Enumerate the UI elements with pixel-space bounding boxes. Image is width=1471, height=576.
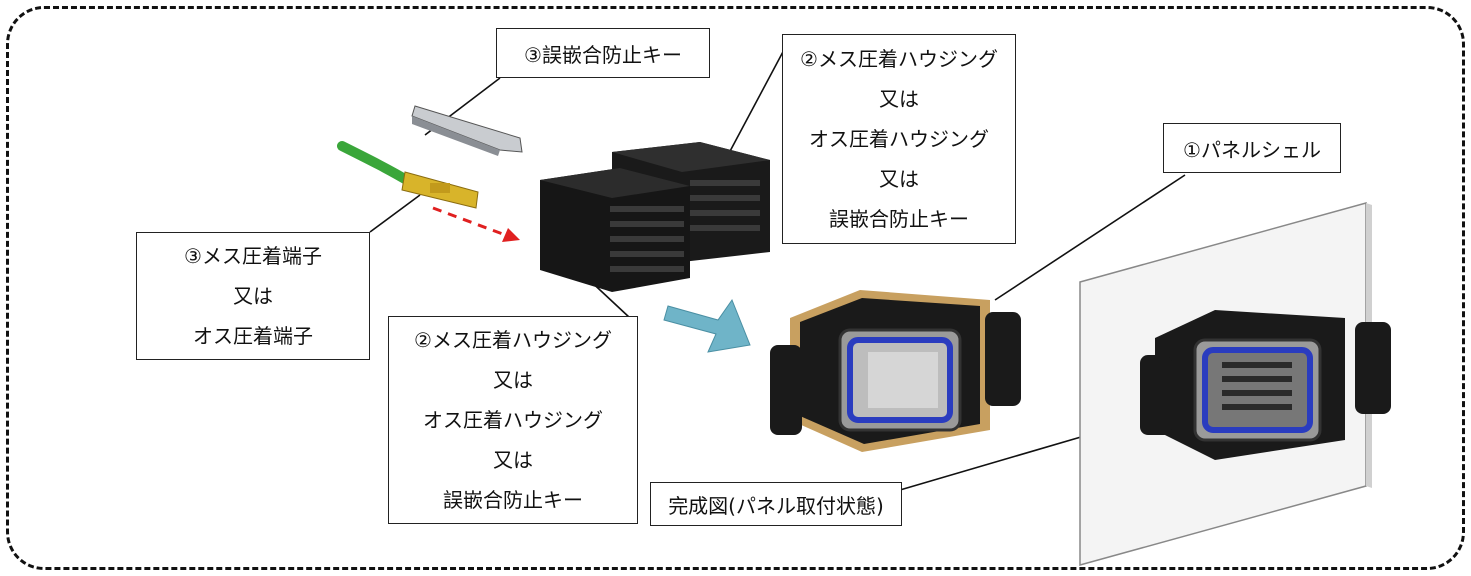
leader-line-completed (899, 431, 1099, 491)
label-completed-view-text: 完成図(パネル取付状態) (668, 493, 884, 518)
label-housing-bottom-line-4: 又は (493, 448, 533, 472)
label-panel-shell: ①パネルシェル (1163, 123, 1341, 173)
label-terminal-line-2: 又は (233, 284, 273, 308)
label-panel-shell-text: ①パネルシェル (1183, 137, 1321, 162)
label-housing-top-line-4: 又は (879, 167, 919, 191)
label-housing-top-line-2: 又は (879, 87, 919, 111)
label-housing-bottom: ②メス圧着ハウジング 又は オス圧着ハウジング 又は 誤嵌合防止キー (388, 316, 638, 524)
anti-mismating-key-part (411, 105, 523, 156)
label-housing-bottom-line-1: ②メス圧着ハウジング (414, 328, 612, 352)
leader-line-terminal (369, 194, 421, 233)
assembly-arrow (663, 298, 751, 353)
label-terminal-line-1: ③メス圧着端子 (184, 244, 322, 268)
label-housing-bottom-line-5: 誤嵌合防止キー (443, 488, 583, 512)
label-anti-mismating-key: ③誤嵌合防止キー (496, 28, 710, 78)
label-housing-top-line-1: ②メス圧着ハウジング (800, 47, 998, 71)
completed-connector-part (1140, 310, 1391, 460)
label-housing-top-line-3: オス圧着ハウジング (809, 127, 989, 151)
leader-line-panel-shell (994, 174, 1186, 301)
panel-shell-part (770, 290, 1021, 452)
label-anti-mismating-key-text: ③誤嵌合防止キー (524, 42, 682, 67)
label-completed-view: 完成図(パネル取付状態) (650, 482, 902, 526)
housing-front-part (540, 168, 690, 292)
label-housing-bottom-line-3: オス圧着ハウジング (423, 408, 603, 432)
label-crimp-terminal: ③メス圧着端子 又は オス圧着端子 (136, 232, 370, 360)
label-terminal-line-3: オス圧着端子 (193, 324, 313, 348)
label-housing-top-line-5: 誤嵌合防止キー (829, 207, 969, 231)
crimp-terminal-part (337, 141, 479, 209)
label-housing-top: ②メス圧着ハウジング 又は オス圧着ハウジング 又は 誤嵌合防止キー (782, 34, 1016, 244)
insert-arrow (432, 206, 520, 242)
dashed-frame (6, 6, 1465, 570)
label-housing-bottom-line-2: 又は (493, 368, 533, 392)
